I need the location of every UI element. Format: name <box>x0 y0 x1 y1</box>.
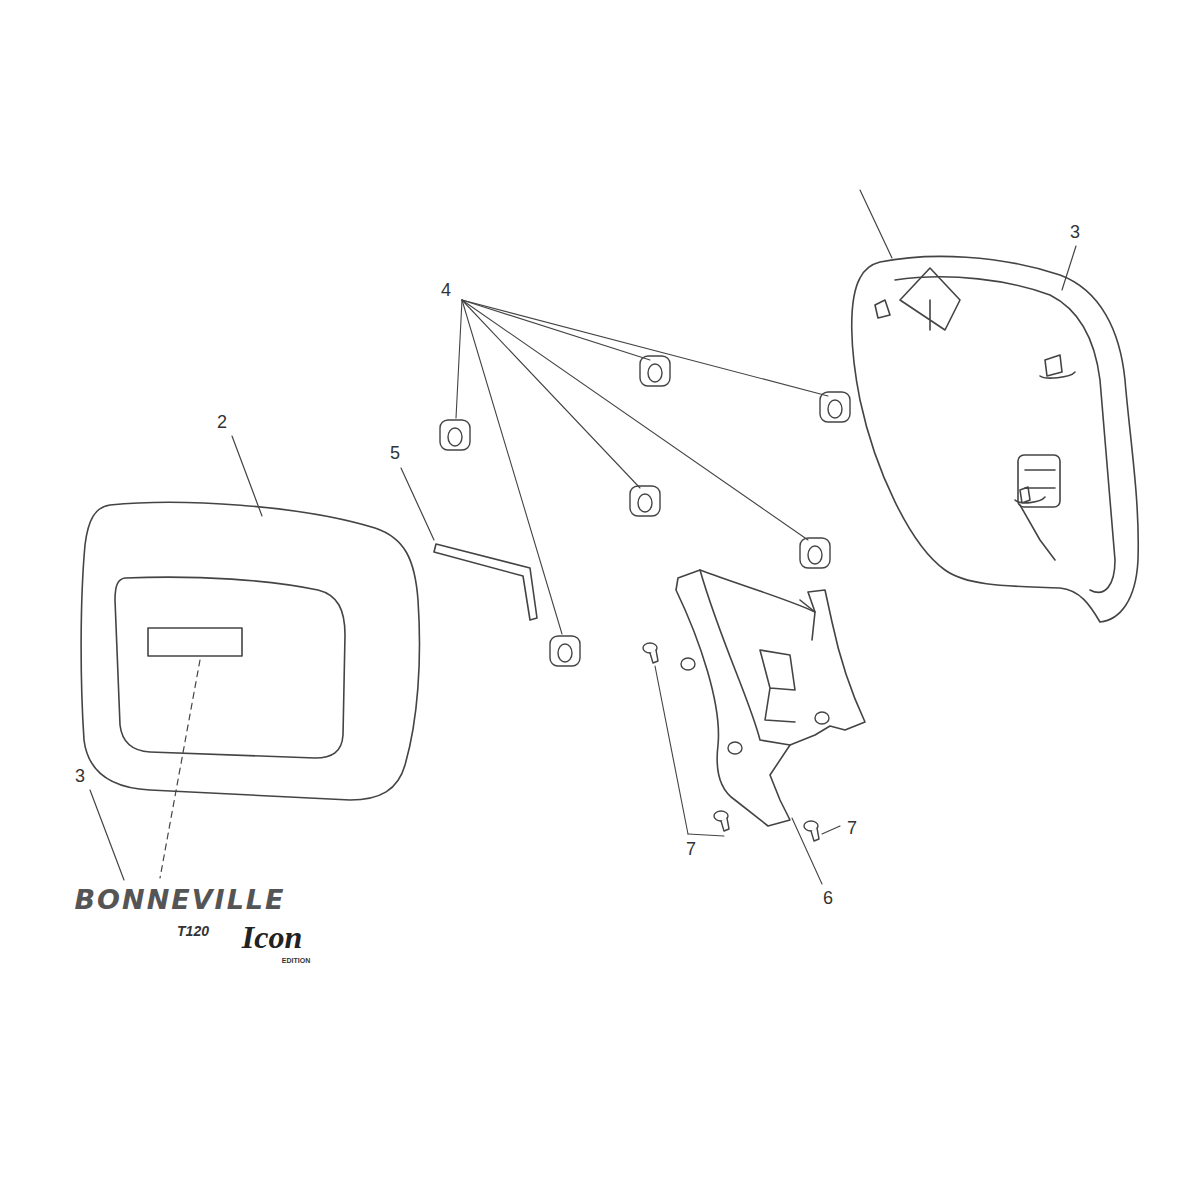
logo-text: Icon <box>242 921 302 953</box>
callout-number: 3 <box>75 767 85 785</box>
callout-number: 7 <box>847 819 857 837</box>
callout-number: 6 <box>823 889 833 907</box>
logo-text: T120 <box>177 924 209 938</box>
callout-number: 2 <box>217 413 227 431</box>
logo-text: EDITION <box>282 957 310 964</box>
callout-number: 7 <box>686 840 696 858</box>
callout-number: 5 <box>390 444 400 462</box>
callout-number: 3 <box>1070 223 1080 241</box>
callout-number: 4 <box>441 281 451 299</box>
logo-text: BONNEVILLE <box>75 886 286 913</box>
